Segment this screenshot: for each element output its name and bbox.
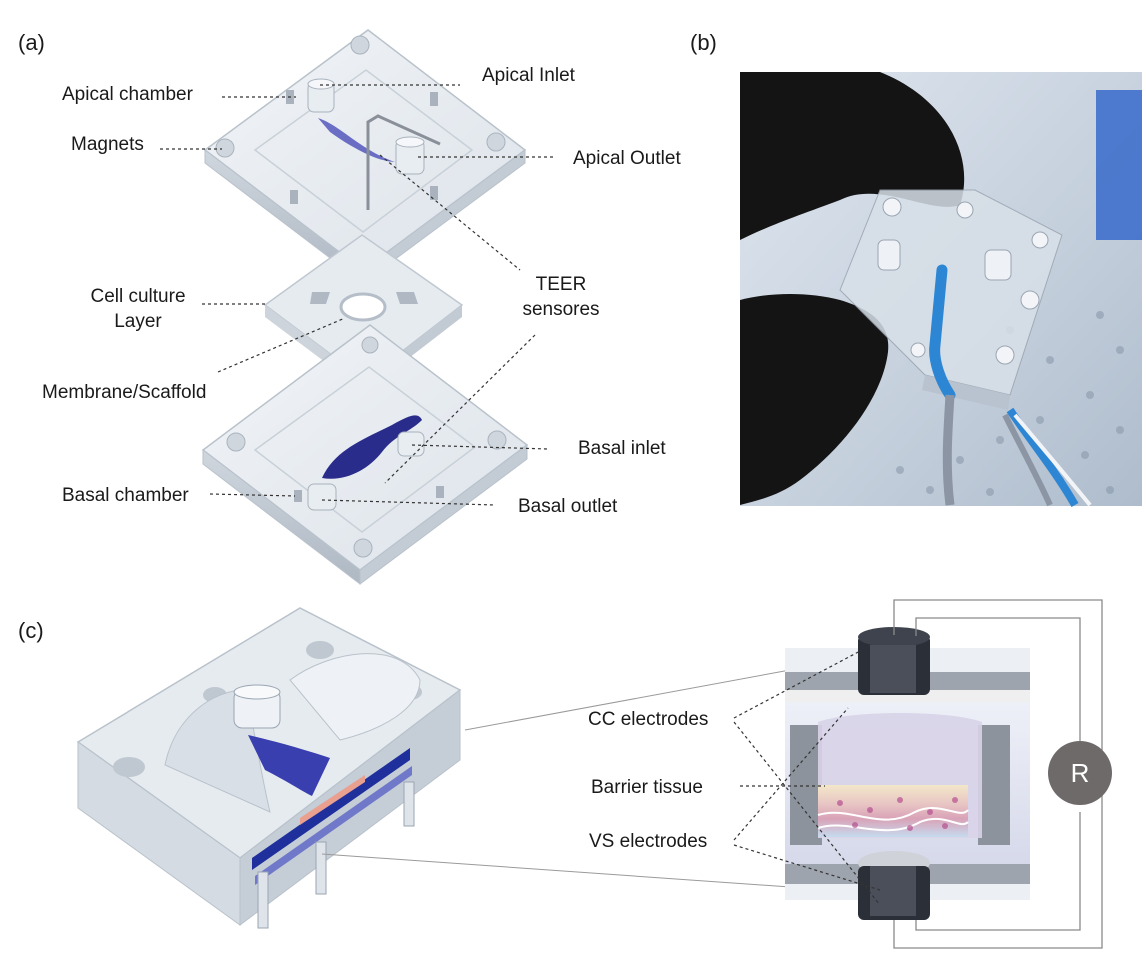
basal-plate [201,324,529,586]
resistor-symbol [1048,741,1112,805]
label-membrane: Membrane/Scaffold [42,382,207,403]
chip-photo [740,72,1142,507]
label-apical-chamber: Apical chamber [62,84,193,105]
basal-outlet-port [307,483,337,511]
label-vs-electrodes: VS electrodes [589,831,708,852]
label-cell-culture-2: Layer [114,311,162,332]
apical-inlet-port [307,78,335,113]
apical-outlet-port [395,136,425,175]
zoom-connector-lines [321,669,791,888]
label-apical-outlet: Apical Outlet [573,148,681,169]
label-teer-1: TEER [535,274,587,295]
cc-electrode-top [858,627,930,695]
cc-electrode-bottom [858,851,930,920]
label-barrier-tissue: Barrier tissue [591,777,703,798]
panel-label-c: (c) [18,618,44,643]
label-cell-culture-1: Cell culture [90,286,186,307]
apical-plate [203,29,527,285]
label-basal-outlet: Basal outlet [518,496,618,517]
panel-label-a: (a) [18,30,45,55]
section-chip [76,607,462,929]
panel-label-b: (b) [690,30,717,55]
leader-lines-a [160,84,555,506]
resistor-label: R [1070,758,1090,788]
basal-inlet-port [397,431,425,457]
label-basal-chamber: Basal chamber [62,485,189,506]
label-basal-inlet: Basal inlet [578,438,666,459]
leader-lines-c [733,649,881,906]
label-cc-electrodes: CC electrodes [588,709,709,730]
label-apical-inlet: Apical Inlet [482,65,575,86]
label-teer-2: sensores [522,299,600,320]
label-magnets: Magnets [71,134,144,155]
teer-schematic [785,599,1112,949]
